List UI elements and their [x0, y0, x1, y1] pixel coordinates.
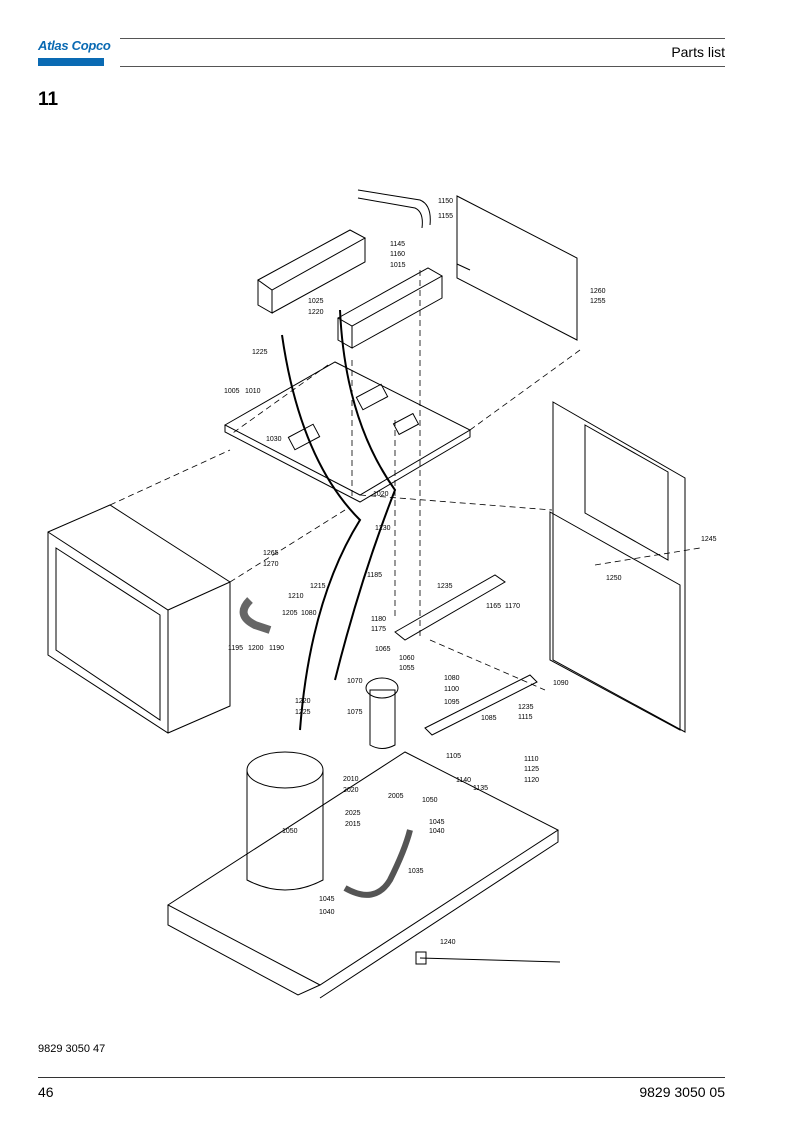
part-label: 1020: [373, 491, 389, 498]
heat-exchanger-b: [336, 267, 444, 327]
part-label: 1240: [440, 939, 456, 946]
page-title: Parts list: [671, 44, 725, 60]
part-label: 1075: [347, 709, 363, 716]
part-label: 2005: [388, 793, 404, 800]
part-label: 1210: [288, 593, 304, 600]
part-label: 1010: [245, 388, 261, 395]
part-label: 1180: [371, 616, 386, 623]
part-label: 1025: [308, 298, 324, 305]
footer-rule: [38, 1077, 725, 1078]
part-label: 1205: [282, 610, 298, 617]
part-label: 1085: [481, 715, 497, 722]
part-label: 1215: [310, 583, 326, 590]
part-label: 2020: [343, 787, 359, 794]
part-label: 1005: [224, 388, 240, 395]
atlas-copco-logo: Atlas Copco: [38, 38, 111, 68]
page-code: 9829 3050 05: [639, 1084, 725, 1100]
part-label: 2010: [343, 776, 359, 783]
part-label: 2025: [345, 810, 361, 817]
part-label: 1090: [553, 680, 569, 687]
part-label: 1235: [518, 704, 534, 711]
part-label: 1220: [308, 309, 324, 316]
part-label: 1100: [444, 686, 459, 693]
part-label: 1150: [438, 198, 453, 205]
logo-bar: [38, 58, 104, 66]
part-label: 1095: [444, 699, 460, 706]
part-label: 1170: [505, 603, 520, 610]
section-number: 11: [38, 89, 59, 110]
part-label: 1145: [390, 241, 405, 248]
part-label: 1040: [319, 909, 335, 916]
part-label: 1245: [701, 536, 717, 543]
part-label: 1175: [371, 626, 386, 633]
part-label: 1190: [269, 645, 284, 652]
top-pipe-bend: [357, 189, 431, 226]
part-label: 1185: [367, 572, 382, 579]
base-plate: [167, 751, 559, 986]
heat-exchanger-a: [257, 229, 367, 291]
pipe-upper: [394, 574, 506, 641]
part-label: 1115: [518, 714, 533, 721]
part-label: 1260: [590, 288, 606, 295]
part-label: 1270: [263, 561, 279, 568]
logo-text: Atlas Copco: [38, 38, 111, 53]
part-label: 1060: [399, 655, 415, 662]
part-label: 1255: [590, 298, 606, 305]
part-label: 1135: [473, 785, 488, 792]
part-label: 1035: [408, 868, 424, 875]
part-label: 1040: [429, 828, 445, 835]
document-id: 9829 3050 47: [38, 1043, 106, 1055]
part-label: 1155: [438, 213, 453, 220]
part-label: 1065: [375, 646, 391, 653]
side-bracket-panel: [456, 195, 578, 341]
part-label: 1230: [375, 525, 391, 532]
part-label: 1015: [390, 262, 406, 269]
part-number-labels: 1150 1155 1145 1160 1015 1260 1255 1025 …: [224, 198, 717, 946]
filter-bowl: [369, 689, 396, 749]
part-label: 2015: [345, 821, 361, 828]
part-label: 1105: [446, 753, 461, 760]
part-label: 1225: [252, 349, 268, 356]
part-label: 1125: [524, 766, 539, 773]
part-label: 1120: [524, 777, 539, 784]
pipe-lower: [424, 674, 538, 736]
header-rule-top: [120, 38, 725, 39]
part-label: 1045: [319, 896, 335, 903]
part-label: 1265: [263, 550, 279, 557]
part-label: 1030: [266, 436, 282, 443]
part-label: 1055: [399, 665, 415, 672]
part-label: 1160: [390, 251, 405, 258]
part-label: 1070: [347, 678, 363, 685]
part-label: 1200: [248, 645, 264, 652]
part-label: 1165: [486, 603, 501, 610]
part-label: 1110: [524, 756, 539, 763]
page-number: 46: [38, 1084, 54, 1100]
compressor: [246, 751, 324, 789]
part-label: 1080: [301, 610, 317, 617]
front-panel-grille: [552, 401, 686, 733]
part-label: 1250: [606, 575, 622, 582]
part-label: 1050: [422, 797, 438, 804]
part-label: 1195: [228, 645, 243, 652]
part-label: 1050: [282, 828, 298, 835]
part-label: 1045: [429, 819, 445, 826]
part-label: 1220: [295, 698, 311, 705]
top-plate: [223, 361, 472, 496]
part-label: 1235: [437, 583, 453, 590]
header-rule-bottom: [120, 66, 725, 67]
part-label: 1140: [456, 777, 471, 784]
part-label: 1225: [295, 709, 311, 716]
left-cabinet-box: [47, 504, 231, 734]
part-label: 1080: [444, 675, 460, 682]
